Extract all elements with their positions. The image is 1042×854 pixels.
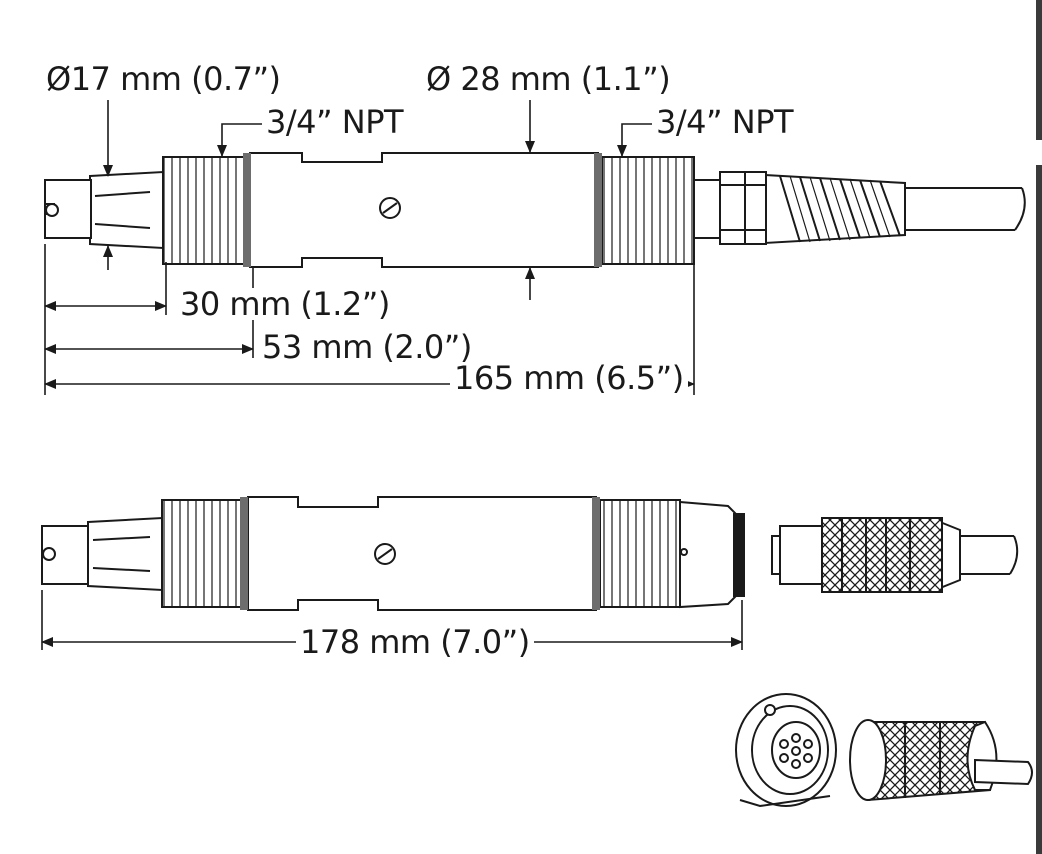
probe-tip <box>44 170 164 250</box>
hex-nut <box>693 171 767 245</box>
plug-connector <box>771 517 1019 593</box>
connector-housing <box>679 500 745 609</box>
dimension-diameter-body: Ø 28 mm (1.1”) <box>426 60 671 98</box>
edge-bar-top <box>1036 0 1042 140</box>
o-ring-right <box>594 153 602 267</box>
o-ring-left-2 <box>240 497 248 610</box>
thread-left <box>162 156 246 265</box>
o-ring-left <box>243 153 251 267</box>
label-thread-left: 3/4” NPT <box>266 103 404 141</box>
dimension-length-165: 165 mm (6.5”) <box>450 362 688 394</box>
sensor-top-view <box>44 152 1026 268</box>
thread-left-2 <box>161 499 245 608</box>
sensor-body-2 <box>247 496 597 611</box>
thread-right <box>601 156 695 265</box>
strain-relief <box>764 173 906 245</box>
sensor-bottom-view <box>41 496 745 611</box>
cable-top <box>905 187 1026 231</box>
dimension-diameter-tip: Ø17 mm (0.7”) <box>46 60 281 98</box>
o-ring-right-2 <box>592 497 600 610</box>
edge-bar-bottom <box>1036 165 1042 854</box>
connector-plug-perspective <box>849 719 1033 802</box>
dimension-length-30: 30 mm (1.2”) <box>176 288 394 320</box>
dimension-length-53: 53 mm (2.0”) <box>258 331 476 363</box>
dimension-length-178: 178 mm (7.0”) <box>296 626 534 658</box>
thread-right-2 <box>599 499 681 608</box>
connector-face-view <box>735 693 837 808</box>
probe-tip-2 <box>41 516 163 592</box>
sensor-body <box>249 152 599 268</box>
label-thread-right: 3/4” NPT <box>656 103 794 141</box>
